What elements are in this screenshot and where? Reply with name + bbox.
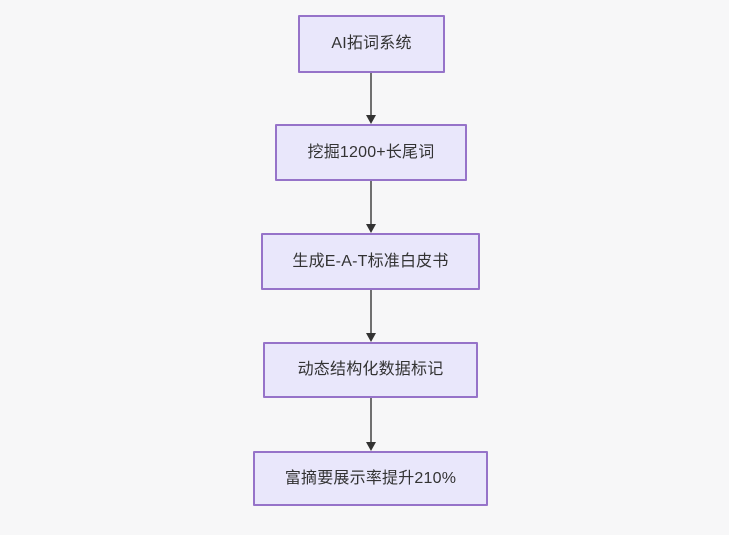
arrow-head-icon <box>366 115 376 124</box>
flow-node-ai-keyword-system[interactable]: AI拓词系统 <box>298 15 445 73</box>
flow-edge-2-3 <box>366 181 376 233</box>
flow-edge-3-4 <box>366 290 376 342</box>
flow-edge-4-5 <box>366 398 376 451</box>
flow-node-generate-eat-whitepaper[interactable]: 生成E-A-T标准白皮书 <box>261 233 480 290</box>
flow-node-dynamic-structured-data-markup[interactable]: 动态结构化数据标记 <box>263 342 478 398</box>
arrow-head-icon <box>366 442 376 451</box>
flow-node-label: 生成E-A-T标准白皮书 <box>292 252 449 270</box>
flow-node-rich-snippet-impression-lift[interactable]: 富摘要展示率提升210% <box>253 451 488 506</box>
flow-node-label: AI拓词系统 <box>331 35 412 53</box>
arrow-head-icon <box>366 333 376 342</box>
flow-node-mine-longtail-keywords[interactable]: 挖掘1200+长尾词 <box>275 124 467 181</box>
flow-node-label: 动态结构化数据标记 <box>297 361 444 379</box>
flow-node-label: 富摘要展示率提升210% <box>284 469 457 487</box>
arrow-head-icon <box>366 224 376 233</box>
flow-node-label: 挖掘1200+长尾词 <box>307 143 435 161</box>
flow-edge-1-2 <box>366 73 376 124</box>
